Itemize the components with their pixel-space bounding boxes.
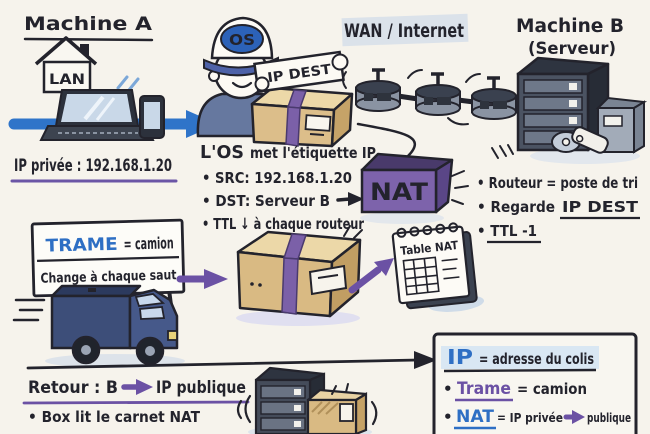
laptop-icon (39, 89, 155, 141)
os-cap-label: OS (229, 31, 255, 49)
legend-line3: • NAT = IP privée publique (443, 407, 631, 426)
retour-bullet: • Box lit le carnet NAT (28, 408, 200, 426)
retour-arrow-icon (121, 379, 153, 395)
lan-label: LAN (49, 72, 85, 88)
house-icon: LAN (34, 36, 98, 94)
hop-arrow-out (348, 258, 394, 294)
retour-underline (22, 400, 250, 405)
table-nat-label: Table NAT (400, 238, 459, 258)
machine-b-subtitle: (Serveur) (528, 39, 616, 58)
nat-label: NAT (370, 178, 429, 206)
bullet-dst: • DST: Serveur B (202, 192, 330, 210)
connector-curve (356, 122, 416, 158)
legend-arrow-icon (563, 410, 585, 424)
truck-motion-lines (12, 298, 46, 322)
package-icon-top (250, 86, 354, 148)
legend-line1: IP = adresse du colis (447, 345, 594, 369)
box-motion-marks (331, 383, 349, 395)
return-flow-arrow (26, 351, 437, 370)
nat-motion-marks (451, 170, 469, 205)
machine-b-section: Machine B (Serveur) (491, 16, 648, 164)
bullet-src: • SRC: 192.168.1.20 (202, 169, 352, 187)
machine-a-section: Machine A LAN IP privée : 192.168.1.20 (8, 13, 218, 183)
legend-line1-underline (443, 368, 597, 373)
legend-ip-highlight (441, 346, 599, 369)
wan-label: WAN / Internet (344, 21, 464, 42)
package-motion-marks (343, 225, 363, 239)
trame-sign-line1: TRAME = camion (45, 233, 173, 256)
wan-highlight (341, 13, 469, 47)
ip-dest-tag: IP DEST (253, 50, 345, 94)
trame-sign: TRAME = camion Change à chaque saut (30, 218, 186, 337)
speed-marks-icon (116, 75, 140, 92)
router-icon-2 (415, 72, 461, 116)
etiquette-heading: L'OS met l'étiquette IP (200, 142, 376, 163)
hop-arrow-in (176, 269, 228, 289)
legend-line2: • Trame = camion (443, 379, 587, 398)
table-nat-icon: Table NAT (391, 222, 485, 312)
retour-heading: Retour : B IP publique (28, 378, 246, 398)
router-icon-3 (471, 76, 517, 120)
machine-b-motion-marks (491, 144, 514, 159)
machine-a-underline (23, 37, 154, 42)
wan-section: WAN / Internet (341, 13, 549, 158)
router-motion-marks (342, 69, 481, 126)
etiquette-notes: L'OS met l'étiquette IP • SRC: 192.168.1… (200, 142, 376, 233)
package-icon-center (236, 225, 363, 326)
router-note-3: • TTL -1 (477, 222, 537, 240)
legend-box: IP = adresse du colis • Trame = camion •… (432, 332, 638, 434)
box-server-icon (236, 366, 378, 434)
nat-box: NAT (360, 152, 469, 224)
router-icon-1 (355, 68, 401, 112)
dst-arrow-icon (336, 192, 364, 206)
trame-sign-line2: Change à chaque saut (40, 267, 177, 287)
bullet-ttl: • TTL ↓ à chaque routeur (202, 215, 364, 233)
truck-icon (12, 284, 185, 368)
hand-icon (254, 53, 349, 92)
router-note-2: • Regarde IP DEST (477, 197, 638, 216)
machine-a-title: Machine A (24, 13, 152, 35)
machine-b-title: Machine B (516, 16, 624, 37)
tag-icon (551, 126, 609, 154)
retour-section: Retour : B IP publique • Box lit le carn… (22, 378, 250, 426)
ip-privee-label: IP privée : 192.168.1.20 (14, 156, 172, 175)
phone-icon (139, 95, 165, 139)
router-notes: • Routeur = poste de tri • Regarde IP DE… (477, 174, 640, 244)
router-note-1: • Routeur = poste de tri (477, 174, 638, 192)
wifi-marks (236, 394, 378, 426)
